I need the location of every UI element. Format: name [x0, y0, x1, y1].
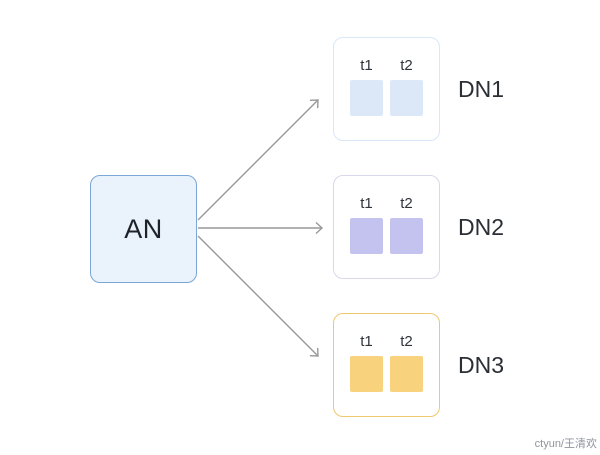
- arrow-an-to-dn3: [197, 235, 318, 356]
- dn2-slot-t2: t2: [390, 194, 423, 278]
- dn3-slot-t2: t2: [390, 332, 423, 416]
- slot-square: [350, 80, 383, 116]
- an-node: AN: [90, 175, 197, 283]
- dn1-slot-t2: t2: [390, 56, 423, 140]
- dn3-label: DN3: [458, 352, 505, 378]
- slot-square: [390, 218, 423, 254]
- slot-label: t1: [360, 195, 373, 212]
- slot-square: [350, 218, 383, 254]
- slot-square: [390, 356, 423, 392]
- dn1-slot-t1: t1: [350, 56, 383, 140]
- slot-square: [350, 356, 383, 392]
- dn1-box: t1 t2: [333, 37, 440, 141]
- slot-label: t1: [360, 57, 373, 74]
- dn3-slot-t1: t1: [350, 332, 383, 416]
- arrow-an-to-dn1: [197, 100, 318, 221]
- slot-label: t1: [360, 333, 373, 350]
- slot-label: t2: [400, 57, 413, 74]
- dn2-slot-t1: t1: [350, 194, 383, 278]
- dn3-box: t1 t2: [333, 313, 440, 417]
- dn1-label: DN1: [458, 76, 505, 102]
- an-node-label: AN: [124, 213, 163, 244]
- watermark: ctyun/王清欢: [534, 438, 597, 450]
- dn2-box: t1 t2: [333, 175, 440, 279]
- dn2-label: DN2: [458, 214, 505, 240]
- slot-label: t2: [400, 195, 413, 212]
- slot-square: [390, 80, 423, 116]
- slot-label: t2: [400, 333, 413, 350]
